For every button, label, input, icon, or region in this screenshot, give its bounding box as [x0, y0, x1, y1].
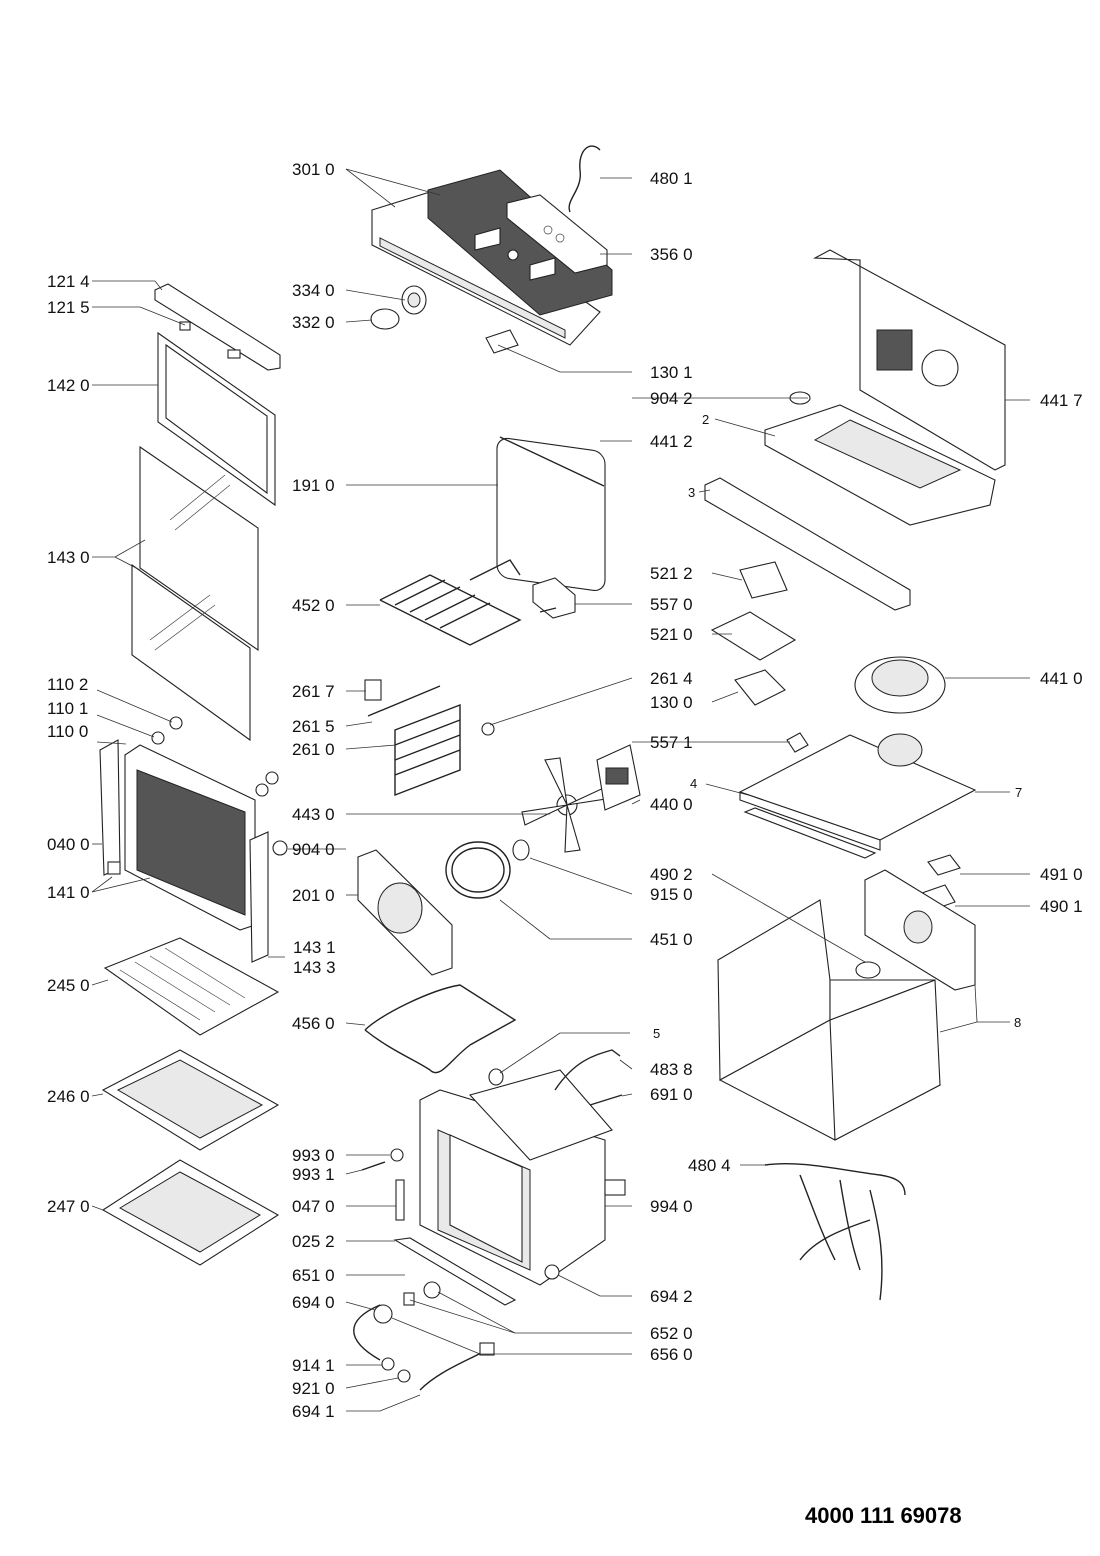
callout-261-0: 261 0 [292, 740, 335, 759]
callout-261-4: 261 4 [650, 669, 693, 688]
callout-191-0: 191 0 [292, 476, 335, 495]
callout-440-0: 440 0 [650, 795, 693, 814]
control-panel-assembly [370, 145, 613, 354]
racks-and-trays [101, 937, 280, 1266]
callout-141-0: 141 0 [47, 883, 90, 902]
door-top-profile [154, 283, 281, 371]
callout-694-2: 694 2 [650, 1287, 693, 1306]
callout-914-1: 914 1 [292, 1356, 335, 1375]
callout-915-0: 915 0 [650, 885, 693, 904]
callout-143-3: 143 3 [293, 958, 336, 977]
callout-110-2: 110 2 [47, 675, 88, 694]
callout-443-0: 443 0 [292, 805, 335, 824]
callout-490-1: 490 1 [1040, 897, 1083, 916]
callout-451-0: 451 0 [650, 930, 693, 949]
callout-441-2: 441 2 [650, 432, 693, 451]
callout-labels: 301 0 480 1 356 0 334 0 332 0 130 1 121 … [47, 160, 1083, 1421]
callout-332-0: 332 0 [292, 313, 335, 332]
callout-651-0: 651 0 [292, 1266, 335, 1285]
callout-261-5: 261 5 [292, 717, 335, 736]
callout-441-0: 441 0 [1040, 669, 1083, 688]
callout-8: 8 [1014, 1015, 1021, 1030]
callout-4: 4 [690, 776, 697, 791]
callout-110-1: 110 1 [47, 699, 88, 718]
callout-247-0: 247 0 [47, 1197, 90, 1216]
callout-301-0: 301 0 [292, 160, 335, 179]
callout-142-0: 142 0 [47, 376, 90, 395]
door-glass-panels [131, 331, 279, 797]
callout-025-2: 025 2 [292, 1232, 335, 1251]
callout-130-0: 130 0 [650, 693, 693, 712]
oven-seal-and-elements [364, 436, 606, 797]
inner-door-mesh [99, 739, 288, 963]
callout-130-1: 130 1 [650, 363, 693, 382]
callout-691-0: 691 0 [650, 1085, 693, 1104]
callout-441-7: 441 7 [1040, 391, 1083, 410]
callout-993-1: 993 1 [292, 1165, 335, 1184]
callout-993-0: 993 0 [292, 1146, 335, 1165]
top-and-cooling-assembly [704, 249, 1006, 859]
callout-490-2: 490 2 [650, 865, 693, 884]
callout-040-0: 040 0 [47, 835, 90, 854]
callout-904-0: 904 0 [292, 840, 335, 859]
callout-921-0: 921 0 [292, 1379, 335, 1398]
callout-121-5: 121 5 [47, 298, 90, 317]
callout-143-0: 143 0 [47, 548, 90, 567]
callout-521-0: 521 0 [650, 625, 693, 644]
callout-143-1: 143 1 [293, 938, 336, 957]
callout-557-0: 557 0 [650, 595, 693, 614]
callout-994-0: 994 0 [650, 1197, 693, 1216]
callout-452-0: 452 0 [292, 596, 335, 615]
callout-334-0: 334 0 [292, 281, 335, 300]
callout-656-0: 656 0 [650, 1345, 693, 1364]
leader-lines [91, 168, 1030, 1412]
callout-557-1: 557 1 [650, 733, 693, 752]
callout-521-2: 521 2 [650, 564, 693, 583]
callout-5: 5 [653, 1026, 660, 1041]
callout-7: 7 [1015, 785, 1022, 800]
callout-456-0: 456 0 [292, 1014, 335, 1033]
callout-121-4: 121 4 [47, 272, 90, 291]
callout-652-0: 652 0 [650, 1324, 693, 1343]
outer-casing [717, 854, 976, 1301]
callout-245-0: 245 0 [47, 976, 90, 995]
callout-2: 2 [702, 412, 709, 427]
callout-261-7: 261 7 [292, 682, 335, 701]
callout-904-2: 904 2 [650, 389, 693, 408]
callout-246-0: 246 0 [47, 1087, 90, 1106]
callout-3: 3 [688, 485, 695, 500]
callout-480-1: 480 1 [650, 169, 693, 188]
callout-201-0: 201 0 [292, 886, 335, 905]
callout-694-0: 694 0 [292, 1293, 335, 1312]
callout-483-8: 483 8 [650, 1060, 693, 1079]
callout-047-0: 047 0 [292, 1197, 335, 1216]
callout-491-0: 491 0 [1040, 865, 1083, 884]
fan-and-heater [357, 744, 641, 1074]
callout-356-0: 356 0 [650, 245, 693, 264]
callout-694-1: 694 1 [292, 1402, 335, 1421]
callout-480-4: 480 4 [688, 1156, 731, 1175]
lamp-and-cables [353, 1049, 623, 1391]
document-number: 4000 111 69078 [805, 1503, 962, 1528]
callout-110-0: 110 0 [47, 722, 88, 741]
oven-cavity [361, 1069, 626, 1306]
